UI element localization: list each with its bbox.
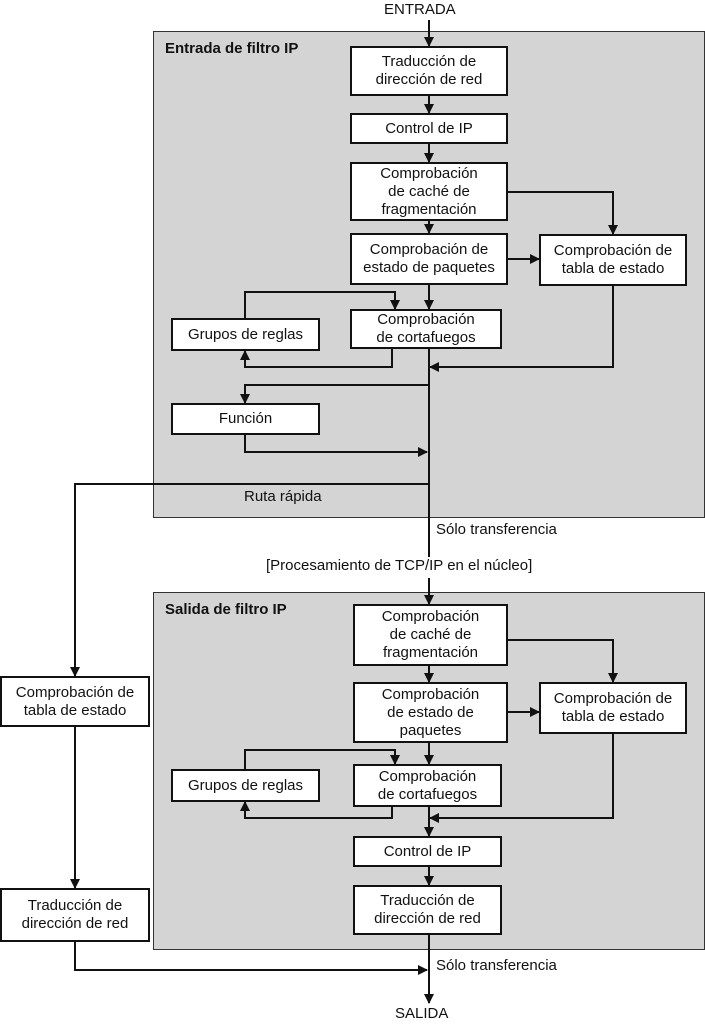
fastpath-nat-label: Traducción de dirección de red xyxy=(21,897,129,932)
input-firewall-box: Comprobación de cortafuegos xyxy=(350,309,502,349)
ruta-rapida-label: Ruta rápida xyxy=(244,488,322,505)
output-firewall-box: Comprobación de cortafuegos xyxy=(353,764,502,807)
arrow-frag-statetable xyxy=(508,191,618,235)
solo-transferencia-salida-label: Sólo transferencia xyxy=(436,957,557,974)
arrow-rulegroups-firewall xyxy=(244,291,400,318)
arrow-firewall-rulegroups-out xyxy=(240,801,393,819)
entrada-label: ENTRADA xyxy=(384,1,456,18)
output-rule-groups-box: Grupos de reglas xyxy=(171,769,320,802)
arrow-statetable-main-out xyxy=(429,734,614,823)
fastpath-state-table-label: Comprobación de tabla de estado xyxy=(15,683,135,719)
arrow-rulegroups-firewall-out xyxy=(244,749,400,769)
input-function-box: Función xyxy=(171,403,320,435)
output-frag-cache-label: Comprobación de caché de fragmentación xyxy=(381,608,480,661)
arrow-fastpath-nat-salida xyxy=(74,942,428,975)
input-packet-state-box: Comprobación de estado de paquetes xyxy=(350,233,508,285)
procesamiento-label: [Procesamiento de TCP/IP en el núcleo] xyxy=(266,557,533,574)
input-region-title: Entrada de filtro IP xyxy=(165,40,299,57)
arrow-function-main xyxy=(244,435,428,457)
output-packet-state-box: Comprobación de estado de paquetes xyxy=(353,682,508,743)
input-firewall-label: Comprobación de cortafuegos xyxy=(376,311,476,346)
output-state-table-label: Comprobación de tabla de estado xyxy=(553,690,673,725)
input-ip-control-box: Control de IP xyxy=(350,113,508,144)
output-nat-label: Traducción de dirección de red xyxy=(374,892,481,927)
arrow-main-function xyxy=(240,384,429,404)
output-rule-groups-label: Grupos de reglas xyxy=(187,776,304,794)
output-packet-state-label: Comprobación de estado de paquetes xyxy=(381,685,480,739)
output-firewall-label: Comprobación de cortafuegos xyxy=(377,767,478,803)
arrow-statetable-main xyxy=(429,286,614,372)
solo-transferencia-label: Sólo transferencia xyxy=(436,521,557,538)
fastpath-state-table-box: Comprobación de tabla de estado xyxy=(0,676,150,727)
input-nat-label: Traducción de dirección de red xyxy=(375,53,483,88)
input-packet-state-label: Comprobación de estado de paquetes xyxy=(363,241,495,276)
output-state-table-box: Comprobación de tabla de estado xyxy=(539,682,687,734)
input-frag-cache-box: Comprobación de caché de fragmentación xyxy=(350,162,508,221)
input-nat-box: Traducción de dirección de red xyxy=(350,46,508,96)
arrow-firewall-rulegroups xyxy=(240,349,393,368)
input-rule-groups-label: Grupos de reglas xyxy=(187,325,304,343)
output-nat-box: Traducción de dirección de red xyxy=(353,885,502,935)
salida-label: SALIDA xyxy=(395,1005,449,1022)
arrow-frag-statetable-out xyxy=(508,639,618,683)
input-state-table-label: Comprobación de tabla de estado xyxy=(553,242,673,277)
output-ip-control-box: Control de IP xyxy=(353,836,502,867)
arrow-fastpath-statetable xyxy=(70,483,429,677)
input-ip-control-label: Control de IP xyxy=(385,119,473,137)
output-region-title: Salida de filtro IP xyxy=(165,601,287,618)
input-frag-cache-label: Comprobación de caché de fragmentación xyxy=(380,164,478,218)
output-frag-cache-box: Comprobación de caché de fragmentación xyxy=(353,604,508,666)
output-ip-control-label: Control de IP xyxy=(383,842,472,860)
input-rule-groups-box: Grupos de reglas xyxy=(171,318,320,351)
input-function-label: Función xyxy=(218,410,273,427)
input-state-table-box: Comprobación de tabla de estado xyxy=(539,234,687,286)
fastpath-nat-box: Traducción de dirección de red xyxy=(0,888,150,942)
